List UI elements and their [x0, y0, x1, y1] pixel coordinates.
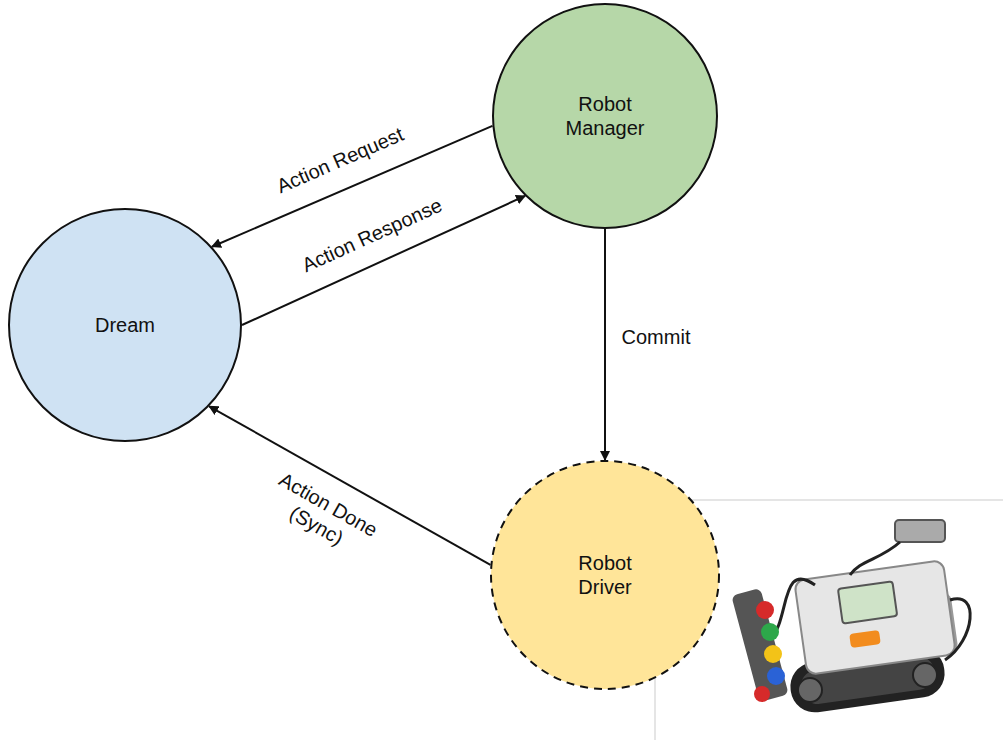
edge-label: Action Done (Sync): [256, 463, 388, 566]
arrow-connector: [604, 229, 606, 460]
lego-robot: [731, 520, 970, 715]
node-content: Robot Manager: [492, 3, 718, 229]
edge-label: Action Response: [285, 187, 459, 283]
node-content: Robot Driver: [490, 460, 720, 690]
arrow-connector: [209, 406, 490, 565]
edge-label: Commit: [611, 325, 701, 349]
circle-outline: [492, 3, 718, 229]
node-circle: Dream: [8, 208, 242, 442]
node-label: Dream: [95, 313, 155, 337]
node-circle: Robot Driver: [490, 460, 720, 690]
node-label: Robot Driver: [550, 551, 660, 599]
circle-outline: [490, 460, 720, 690]
node-content: Dream: [8, 208, 242, 442]
node-circle: Robot Manager: [492, 3, 718, 229]
node-label: Robot Manager: [550, 92, 660, 140]
